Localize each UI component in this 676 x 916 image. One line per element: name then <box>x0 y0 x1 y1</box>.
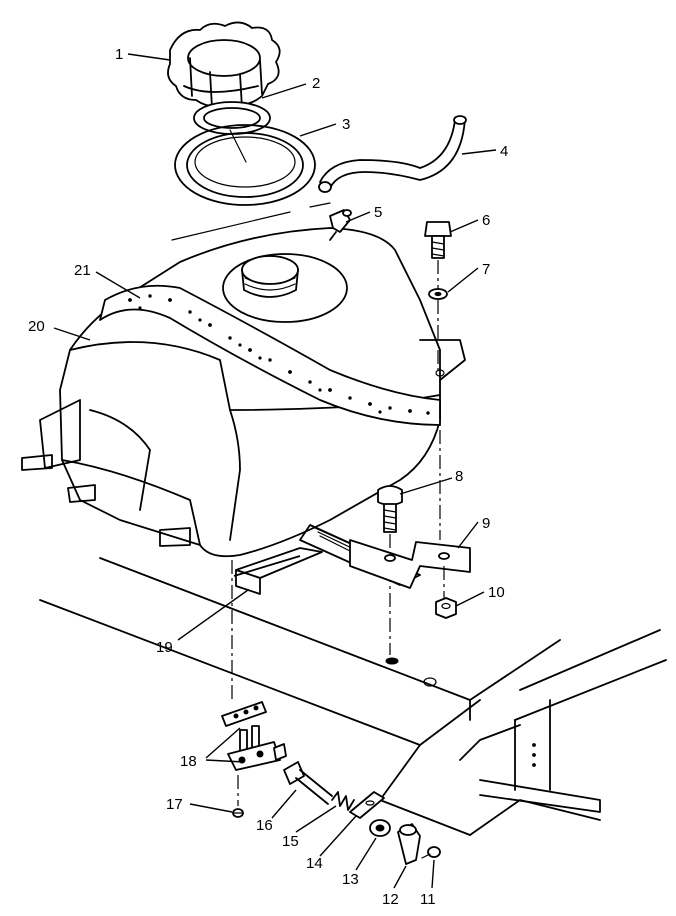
fuel-tank <box>21 227 466 586</box>
frame-rails <box>39 557 667 836</box>
plate-14 <box>349 791 385 819</box>
cap-gasket <box>193 101 271 135</box>
callout-8: 8 <box>455 468 463 485</box>
vent-hose <box>318 115 467 193</box>
bolt-6 <box>424 221 452 259</box>
pad-19 <box>233 547 323 595</box>
callout-17: 17 <box>166 796 183 813</box>
fuel-cap <box>167 21 281 131</box>
screw-17 <box>232 808 244 818</box>
nut-10 <box>435 597 457 619</box>
mounting-bracket <box>349 539 471 589</box>
leader-lines <box>53 53 497 889</box>
callout-15: 15 <box>282 833 299 850</box>
seal-ring <box>174 124 316 206</box>
callout-4: 4 <box>500 143 508 160</box>
nut-13 <box>369 819 391 837</box>
callout-20: 20 <box>28 318 45 335</box>
shaft-16 <box>283 761 333 805</box>
vent-fitting <box>329 209 352 241</box>
callout-13: 13 <box>342 871 359 888</box>
callout-16: 16 <box>256 817 273 834</box>
callout-21: 21 <box>74 262 91 279</box>
callout-3: 3 <box>342 116 350 133</box>
spring-15 <box>331 791 355 811</box>
callout-12: 12 <box>382 891 399 908</box>
callout-14: 14 <box>306 855 323 872</box>
callout-7: 7 <box>482 261 490 278</box>
callout-2: 2 <box>312 75 320 92</box>
callout-11: 11 <box>420 891 436 908</box>
washer-7 <box>428 288 448 300</box>
callout-5: 5 <box>374 204 382 221</box>
knob-12 <box>397 823 421 865</box>
bolt-8 <box>377 485 403 533</box>
callout-19: 19 <box>156 639 173 656</box>
callout-1: 1 <box>115 46 123 63</box>
callout-9: 9 <box>482 515 490 532</box>
callout-6: 6 <box>482 212 490 229</box>
fuel-valve <box>221 701 287 771</box>
callout-18: 18 <box>180 753 197 770</box>
callout-labels: 1 2 3 4 5 6 7 8 9 10 11 12 13 14 15 16 1… <box>28 46 508 908</box>
foam-texture <box>128 294 430 415</box>
callout-10: 10 <box>488 584 505 601</box>
screw-11 <box>421 846 441 859</box>
